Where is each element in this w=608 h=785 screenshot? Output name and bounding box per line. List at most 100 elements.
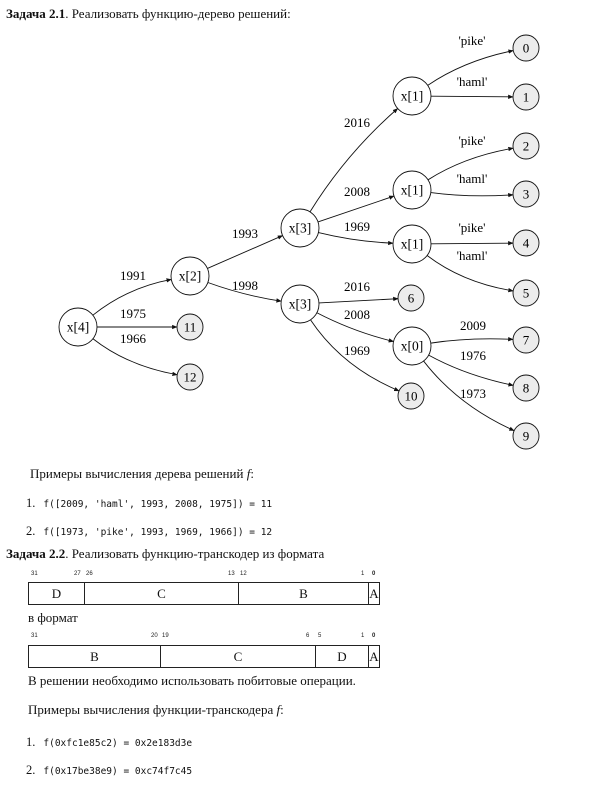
tree-leaf-node xyxy=(512,229,540,257)
tree-edge xyxy=(428,354,514,387)
task-2-1-text: . Реализовать функцию-дерево решений: xyxy=(65,6,291,21)
tree-edge-label: 'haml' xyxy=(457,248,488,263)
tree-leaf-label: 2 xyxy=(523,139,530,154)
tree-edge-label: 2016 xyxy=(344,115,371,130)
tree-leaf-node xyxy=(512,374,540,402)
to-field-b: B xyxy=(28,645,161,668)
decision-tree: 19911975196619931998201620081969'pike''h… xyxy=(58,33,540,450)
tree-edge xyxy=(207,235,284,269)
tree-leaf-node xyxy=(176,313,204,341)
transcoder-examples-title-text: Примеры вычисления функции-транскодера xyxy=(28,702,274,717)
tree-edge xyxy=(430,337,514,344)
tree-leaf-label: 3 xyxy=(523,187,530,202)
tree-node-label: x[1] xyxy=(401,237,424,252)
task-2-1-label: Задача 2.1 xyxy=(6,6,66,21)
tree-examples-title-text: Примеры вычисления дерева решений xyxy=(30,466,244,481)
from-bit-0: 0 xyxy=(372,571,376,577)
tree-leaf-node xyxy=(512,132,540,160)
tree-edge xyxy=(310,319,400,392)
tree-decision-node xyxy=(392,76,432,116)
tree-decision-node xyxy=(280,208,320,248)
transcoder-example-1-code: f(0xfc1e85c2) = 0x2e183d3e xyxy=(43,738,193,749)
tree-example-2-num: 2. xyxy=(26,524,36,538)
tree-node-label: x[1] xyxy=(401,183,424,198)
transcoder-example-2-code: f(0x17be38e9) = 0xc74f7c45 xyxy=(43,766,193,777)
from-field-c: C xyxy=(84,582,239,605)
tree-edge xyxy=(427,146,514,181)
tree-edge xyxy=(207,282,282,303)
tree-edge-label: 'haml' xyxy=(457,171,488,186)
tree-leaf-label: 1 xyxy=(523,90,530,105)
tree-leaf-label: 12 xyxy=(184,370,197,385)
tree-edge xyxy=(318,296,399,304)
to-field-a: A xyxy=(368,645,380,668)
tree-examples-colon: : xyxy=(250,466,254,481)
to-bit-5: 5 xyxy=(318,633,322,639)
tree-node-label: x[3] xyxy=(289,297,312,312)
tree-leaf-label: 7 xyxy=(523,333,530,348)
tree-examples-title: Примеры вычисления дерева решений f: xyxy=(30,466,254,482)
tree-decision-node xyxy=(392,170,432,210)
tree-leaf-node xyxy=(512,34,540,62)
tree-leaf-node xyxy=(512,326,540,354)
from-bit-12: 12 xyxy=(240,571,247,577)
to-bit-6: 6 xyxy=(306,633,310,639)
tree-node-label: x[1] xyxy=(401,89,424,104)
tree-edge xyxy=(423,360,515,432)
tree-leaf-node xyxy=(512,422,540,450)
from-bit-27: 27 xyxy=(74,571,81,577)
tree-decision-node xyxy=(392,224,432,264)
tree-leaf-label: 4 xyxy=(523,236,530,251)
tree-edge xyxy=(309,108,399,213)
tree-leaf-node xyxy=(397,382,425,410)
tree-decision-node xyxy=(392,326,432,366)
tree-leaf-node xyxy=(512,180,540,208)
tree-example-1-num: 1. xyxy=(26,496,36,510)
tree-edge-label: 1969 xyxy=(344,343,370,358)
tree-edge-label: 2016 xyxy=(344,279,371,294)
tree-leaf-node xyxy=(512,83,540,111)
from-bit-31: 31 xyxy=(31,571,38,577)
tree-leaf-label: 10 xyxy=(405,389,418,404)
tree-edge-label: 'pike' xyxy=(458,220,485,235)
tree-leaf-label: 5 xyxy=(523,286,530,301)
tree-edge xyxy=(427,49,514,86)
tree-leaf-label: 9 xyxy=(523,429,530,444)
to-bit-0: 0 xyxy=(372,633,376,639)
transcoder-example-1: 1. f(0xfc1e85c2) = 0x2e183d3e xyxy=(26,733,192,751)
task-2-2-label: Задача 2.2 xyxy=(6,546,66,561)
tree-edge-label: 'pike' xyxy=(458,133,485,148)
to-bit-1: 1 xyxy=(361,633,365,639)
from-field-d: D xyxy=(28,582,85,605)
tree-leaf-label: 6 xyxy=(408,291,415,306)
task-2-1-heading: Задача 2.1. Реализовать функцию-дерево р… xyxy=(6,6,291,22)
tree-edge-label: 2008 xyxy=(344,307,370,322)
tree-leaf-label: 8 xyxy=(523,381,530,396)
tree-edge xyxy=(430,240,514,246)
tree-example-2-code: f([1973, 'pike', 1993, 1969, 1966]) = 12 xyxy=(43,527,273,538)
tree-edge-label: 2009 xyxy=(460,318,486,333)
tree-edge xyxy=(316,312,395,343)
from-bit-26: 26 xyxy=(86,571,93,577)
tree-leaf-label: 11 xyxy=(184,320,197,335)
tree-decision-node xyxy=(280,284,320,324)
tree-edge-label: 1991 xyxy=(120,268,146,283)
tree-edge xyxy=(318,232,394,246)
to-bit-20: 20 xyxy=(151,633,158,639)
tree-leaf-label: 0 xyxy=(523,41,530,56)
tree-edge-label: 1973 xyxy=(460,386,486,401)
tree-edge xyxy=(426,255,514,293)
tree-decision-node xyxy=(58,307,98,347)
tree-example-1-code: f([2009, 'haml', 1993, 2008, 1975]) = 11 xyxy=(43,499,273,510)
to-field-d: D xyxy=(315,645,369,668)
tree-edge xyxy=(92,278,172,316)
tree-edge-label: 1966 xyxy=(120,331,147,346)
to-field-c: C xyxy=(160,645,316,668)
transcoder-example-2-num: 2. xyxy=(26,763,36,777)
tree-edge xyxy=(430,94,514,100)
transcoder-examples-var: f xyxy=(276,702,281,717)
tree-edge-label: 'haml' xyxy=(457,74,488,89)
tree-node-label: x[4] xyxy=(67,320,90,335)
bitwise-note: В решении необходимо использовать побито… xyxy=(28,673,356,688)
tree-edge-label: 'pike' xyxy=(458,33,485,48)
